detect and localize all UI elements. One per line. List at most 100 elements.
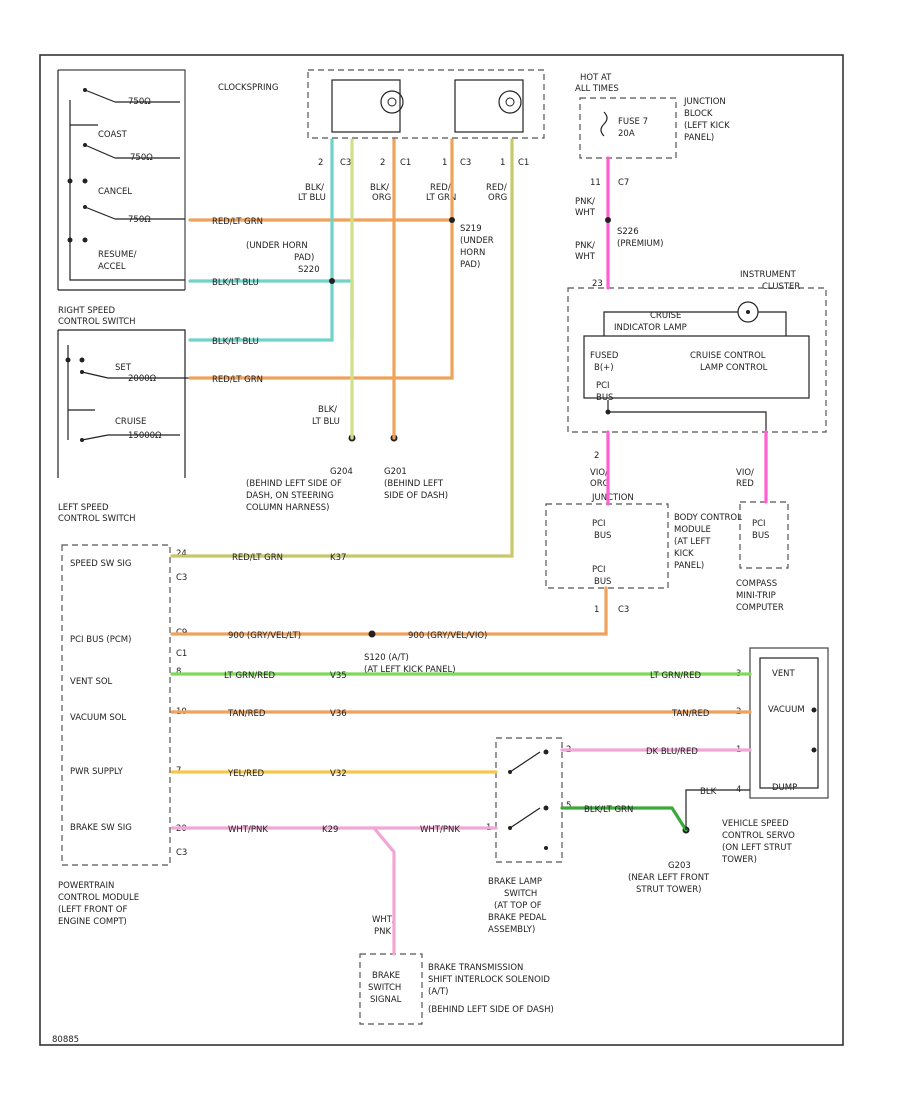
- junction-label-2: BLOCK: [684, 109, 713, 119]
- junction-label-4: PANEL): [684, 133, 714, 143]
- brake-caption-3: (AT TOP OF: [494, 901, 542, 911]
- left-switch-bottom-wire-2: LT BLU: [312, 417, 340, 427]
- pcm-pin-label-3: VENT SOL: [70, 677, 113, 687]
- conn-pin-d: 1: [500, 158, 505, 168]
- bcm-pin2: 2: [594, 451, 599, 461]
- wire-shift-interlock: [372, 826, 396, 956]
- s219-label-2: (UNDER: [460, 236, 494, 246]
- pcm-conn-3: C3: [176, 848, 187, 858]
- footer-code: 80885: [52, 1035, 79, 1045]
- wire-speed-sw-signal: [170, 138, 514, 558]
- servo-caption-2: CONTROL SERVO: [722, 831, 795, 841]
- shift-caption-2: SHIFT INTERLOCK SOLENOID: [428, 975, 550, 985]
- s226-label: S226: [617, 227, 639, 237]
- g203-2: (NEAR LEFT FRONT: [628, 873, 710, 883]
- wl-pci-2: 900 (GRY/VEL/VIO): [408, 631, 487, 641]
- bcm-pin1: 1: [594, 605, 599, 615]
- right-speed-control-switch: 750Ω COAST 750Ω CANCEL 750Ω RESUME/ ACCE…: [57, 69, 186, 327]
- pcm-caption-2: CONTROL MODULE: [58, 893, 139, 903]
- s226-sub: (PREMIUM): [617, 239, 663, 249]
- bcm-wire-right-2: RED: [736, 479, 754, 489]
- s219-label-1: S219: [460, 224, 482, 234]
- resistor-label-1: 750Ω: [128, 97, 151, 107]
- wires: [170, 138, 768, 956]
- under-horn-label-1: (UNDER HORN: [246, 241, 308, 251]
- coast-label: COAST: [98, 130, 128, 140]
- pcm-num-3: 8: [176, 667, 181, 677]
- servo-caption-3: (ON LEFT STRUT: [722, 843, 793, 853]
- bcm-name-3: (AT LEFT: [674, 537, 711, 547]
- wl-vent-1: LT GRN/RED: [224, 671, 275, 681]
- wire-label-blk-lt-blu-1: BLK/: [305, 183, 324, 193]
- shift-caption-4: (BEHIND LEFT SIDE OF DASH): [428, 1005, 554, 1015]
- wl-rsw-blk: BLK/LT BLU: [212, 278, 259, 288]
- pcm-caption-3: (LEFT FRONT OF: [58, 905, 127, 915]
- wl-servo-2: BLK: [700, 787, 717, 797]
- pcm-pin-label-6: BRAKE SW SIG: [70, 823, 132, 833]
- pcm-pin-label-1: SPEED SW SIG: [70, 559, 132, 569]
- brake-caption-5: ASSEMBLY): [488, 925, 535, 935]
- pcm-caption-1: POWERTRAIN: [58, 881, 114, 891]
- wire-left-switch-blk: [188, 138, 334, 342]
- wire-label-blk-org-2: ORG: [372, 193, 391, 203]
- left-switch-caption-1: LEFT SPEED: [58, 503, 109, 513]
- g204-4: COLUMN HARNESS): [246, 503, 330, 513]
- g203-3: STRUT TOWER): [636, 885, 702, 895]
- wire-label-blk-org-1: BLK/: [370, 183, 389, 193]
- left-switch-bottom-wire-1: BLK/: [318, 405, 337, 415]
- s219-label-4: PAD): [460, 260, 480, 270]
- wl-pwr-1: YEL/RED: [227, 769, 264, 779]
- bcm-pci2-2: BUS: [594, 577, 611, 587]
- right-switch-caption-2: CONTROL SWITCH: [58, 317, 136, 327]
- wl-lsw-blk: BLK/LT BLU: [212, 337, 259, 347]
- wire-label-red-lt-grn-1: RED/: [430, 183, 451, 193]
- wl-brk-3: WHT/PNK: [420, 825, 460, 835]
- under-horn-label-3: S220: [298, 265, 320, 275]
- conn-pin-c: 1: [442, 158, 447, 168]
- cluster-title-1: INSTRUMENT: [740, 270, 797, 280]
- clockspring-label: CLOCKSPRING: [218, 83, 278, 93]
- wire-right-switch-blk: [188, 279, 354, 342]
- wire-label-red-org-1: RED/: [486, 183, 507, 193]
- wire-servo-dump: [685, 789, 750, 830]
- g201-3: SIDE OF DASH): [384, 491, 448, 501]
- compass-name-1: COMPASS: [736, 579, 777, 589]
- servo-pin-4: DUMP: [772, 783, 797, 793]
- wl-vac-3: TAN/RED: [671, 709, 710, 719]
- cruise-label: CRUISE: [115, 417, 146, 427]
- shift-wire-1: WHT/: [372, 915, 395, 925]
- pcm-conn-2: C1: [176, 649, 187, 659]
- servo-caption-4: TOWER): [721, 855, 757, 865]
- fused-label-2: B(+): [594, 363, 614, 373]
- resistor-label-3: 750Ω: [128, 215, 151, 225]
- servo-pin-2: VACUUM: [768, 705, 805, 715]
- lamp-control-1: CRUISE CONTROL: [690, 351, 766, 361]
- bcm-pci-1: PCI: [592, 519, 606, 529]
- instrument-cluster: INSTRUMENT CLUSTER CRUISE INDICATOR LAMP…: [567, 270, 827, 433]
- g203-1: G203: [668, 861, 691, 871]
- bcm-wire-right-1: VIO/: [736, 468, 754, 478]
- wl-speed-1: RED/LT GRN: [232, 553, 283, 563]
- conn-pin-a: 2: [318, 158, 323, 168]
- bcm-name-4: KICK: [674, 549, 694, 559]
- bcm-name-1: BODY CONTROL: [674, 513, 742, 523]
- compass-computer: PCI BUS COMPASS MINI-TRIP COMPUTER: [736, 501, 789, 613]
- wire-brake-to-ground: [560, 806, 688, 832]
- wl-servo-1: DK BLU/RED: [646, 747, 698, 757]
- wl-s120-2: (AT LEFT KICK PANEL): [364, 665, 456, 675]
- wl-speed-2: K37: [330, 553, 346, 563]
- pcm-pin-label-4: VACUUM SOL: [70, 713, 126, 723]
- compass-pci-1: PCI: [752, 519, 766, 529]
- wire-label-red-lt-grn-2: LT GRN: [426, 193, 456, 203]
- wl-servo-3: BLK/LT GRN: [584, 805, 633, 815]
- hot-label-2: ALL TIMES: [575, 84, 619, 94]
- resistor-label-2: 750Ω: [130, 153, 153, 163]
- accel-label: ACCEL: [98, 262, 126, 272]
- bcm-wire-left-2: ORG: [590, 479, 609, 489]
- junction-block: HOT AT ALL TIMES FUSE 7 20A JUNCTION BLO…: [575, 73, 730, 159]
- conn-label-c: C3: [460, 158, 471, 168]
- pcm-pin-label-5: PWR SUPPLY: [70, 767, 124, 777]
- wl-pci-1: 900 (GRY/VEL/LT): [228, 631, 301, 641]
- indicator-label-2: INDICATOR LAMP: [614, 323, 687, 333]
